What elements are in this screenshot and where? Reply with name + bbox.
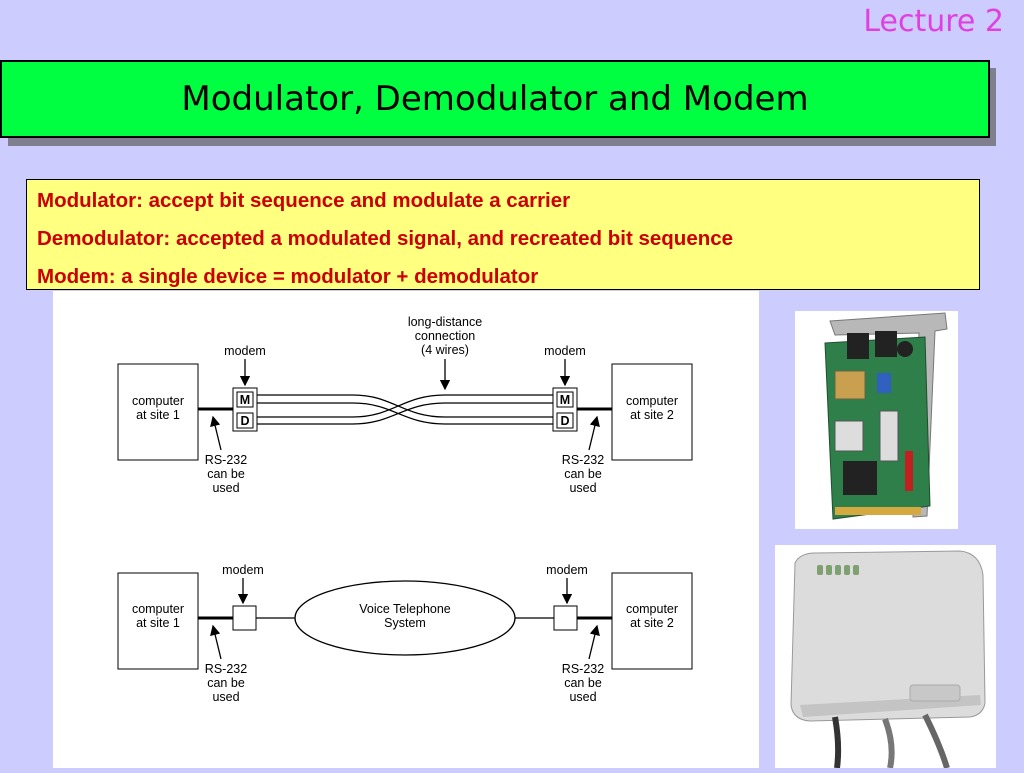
bottom-modem-right [553, 605, 578, 631]
modem-diagram: computer at site 1 computer at site 2 M … [53, 291, 759, 768]
svg-text:M: M [240, 393, 250, 407]
external-modem-photo [775, 545, 996, 769]
svg-text:RS-232: RS-232 [205, 453, 247, 467]
top-computer-left [117, 363, 199, 461]
svg-text:(4 wires): (4 wires) [421, 343, 469, 357]
lecture-label: Lecture 2 [863, 4, 1004, 39]
definition-modem: Modem: a single device = modulator + dem… [37, 265, 539, 288]
svg-text:modem: modem [546, 563, 588, 577]
svg-text:used: used [212, 690, 239, 704]
top-diagram: computer at site 1 computer at site 2 M … [117, 315, 693, 495]
svg-text:can be: can be [564, 676, 602, 690]
svg-text:modem: modem [544, 344, 586, 358]
svg-text:RS-232: RS-232 [562, 453, 604, 467]
svg-text:modem: modem [222, 563, 264, 577]
svg-text:D: D [560, 414, 569, 428]
svg-text:modem: modem [224, 344, 266, 358]
svg-text:used: used [569, 690, 596, 704]
svg-text:M: M [560, 393, 570, 407]
svg-text:at site 2: at site 2 [630, 616, 674, 630]
top-computer-right-text1: computer [626, 394, 678, 408]
bottom-computer-left [117, 572, 199, 670]
svg-text:Voice Telephone: Voice Telephone [359, 602, 451, 616]
voice-telephone-system [294, 580, 516, 656]
top-computer-right [611, 363, 693, 461]
page-title: Modulator, Demodulator and Modem [181, 79, 809, 119]
definition-modulator: Modulator: accept bit sequence and modul… [37, 189, 571, 212]
top-computer-left-text2: at site 1 [136, 408, 180, 422]
svg-text:D: D [240, 414, 249, 428]
svg-text:System: System [384, 616, 426, 630]
svg-text:can be: can be [207, 676, 245, 690]
title-box: Modulator, Demodulator and Modem [0, 60, 990, 138]
top-computer-right-text2: at site 2 [630, 408, 674, 422]
svg-text:computer: computer [626, 602, 678, 616]
svg-text:long-distance: long-distance [408, 315, 482, 329]
svg-text:RS-232: RS-232 [205, 662, 247, 676]
svg-text:computer: computer [132, 602, 184, 616]
svg-text:can be: can be [207, 467, 245, 481]
svg-text:can be: can be [564, 467, 602, 481]
modem-card-photo [795, 311, 958, 529]
svg-text:RS-232: RS-232 [562, 662, 604, 676]
definitions-box: Modulator: accept bit sequence and modul… [26, 179, 980, 290]
top-computer-left-text1: computer [132, 394, 184, 408]
bottom-computer-right [611, 572, 693, 670]
svg-text:at site 1: at site 1 [136, 616, 180, 630]
definition-demodulator: Demodulator: accepted a modulated signal… [37, 227, 734, 250]
svg-text:connection: connection [415, 329, 476, 343]
svg-text:used: used [212, 481, 239, 495]
svg-text:used: used [569, 481, 596, 495]
bottom-diagram: computer at site 1 computer at site 2 Vo… [117, 563, 693, 704]
bottom-modem-left [232, 605, 257, 631]
